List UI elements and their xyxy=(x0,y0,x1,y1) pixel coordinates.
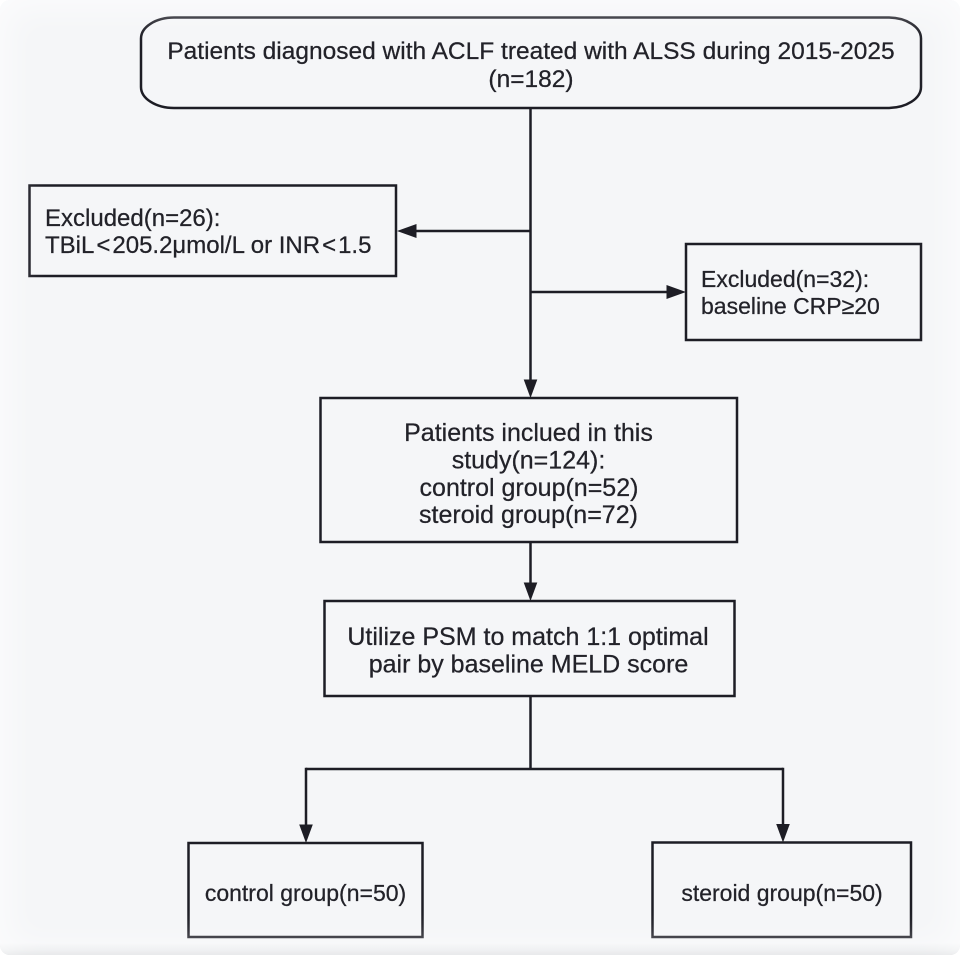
svg-text:Utilize PSM to match 1:1 optim: Utilize PSM to match 1:1 optimal xyxy=(347,623,708,651)
svg-text:(n=182): (n=182) xyxy=(488,66,573,93)
svg-text:Excluded(n=32):: Excluded(n=32): xyxy=(701,266,869,292)
svg-text:control group(n=50): control group(n=50) xyxy=(205,880,406,906)
svg-text:pair by baseline MELD score: pair by baseline MELD score xyxy=(369,651,689,679)
svg-text:Patients diagnosed with ACLF t: Patients diagnosed with ACLF treated wit… xyxy=(167,38,894,65)
svg-text:steroid group(n=50): steroid group(n=50) xyxy=(681,880,882,906)
svg-text:TBiL < 205.2μmol/L or INR < 1.: TBiL < 205.2μmol/L or INR < 1.5 xyxy=(45,232,371,259)
svg-text:control group(n=52): control group(n=52) xyxy=(420,474,639,502)
svg-text:Patients inclued in this: Patients inclued in this xyxy=(404,419,653,447)
svg-text:steroid group(n=72): steroid group(n=72) xyxy=(419,501,638,529)
svg-text:Excluded(n=26):: Excluded(n=26): xyxy=(45,205,220,232)
svg-text:study(n=124):: study(n=124): xyxy=(452,447,606,475)
svg-text:baseline CRP≥20: baseline CRP≥20 xyxy=(701,293,880,319)
